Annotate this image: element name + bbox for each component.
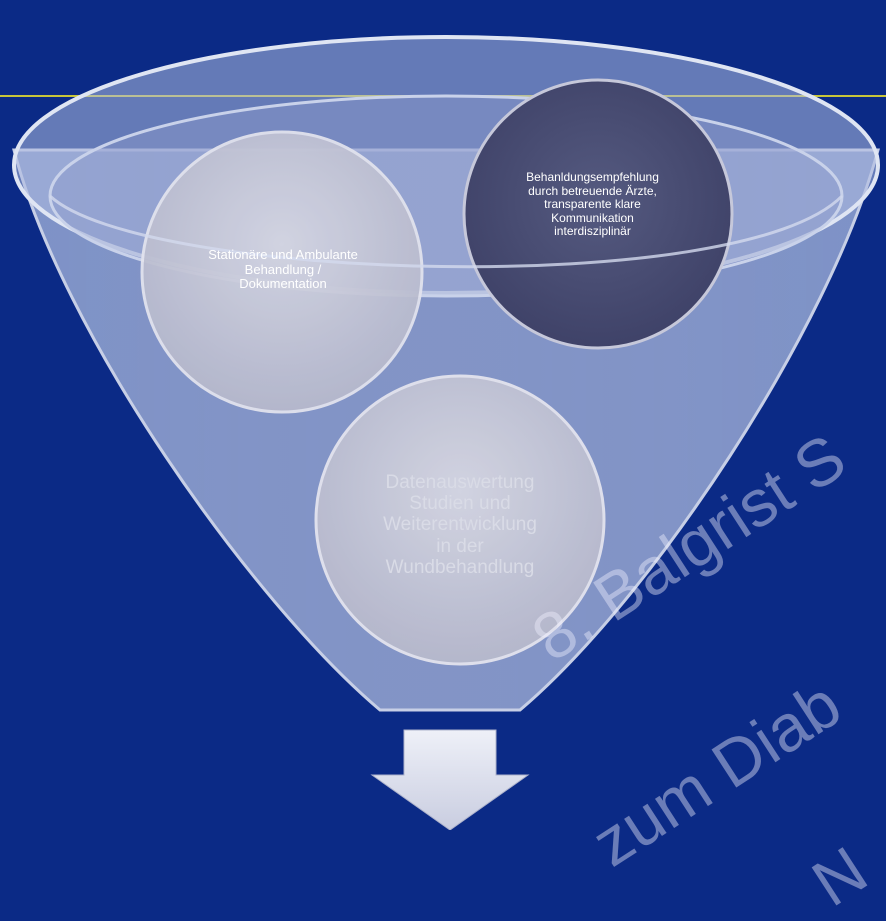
funnel-graphic — [0, 35, 886, 830]
circle-left — [140, 130, 424, 414]
circle-right-label: Behanldungsempfehlung durch betreuende Ä… — [526, 170, 659, 239]
circle-bottom-label: Datenauswertung Studien und Weiterentwic… — [383, 471, 537, 578]
funnel-diagram: Stationäre und Ambulante Behandlung / Do… — [0, 35, 886, 920]
down-arrow-icon — [370, 729, 530, 830]
watermark-line-3: N — [799, 832, 880, 921]
circle-bottom — [314, 374, 606, 666]
funnel-rim-front — [48, 194, 844, 269]
circle-left-label: Stationäre und Ambulante Behandlung / Do… — [208, 247, 358, 292]
circle-right — [462, 78, 734, 350]
